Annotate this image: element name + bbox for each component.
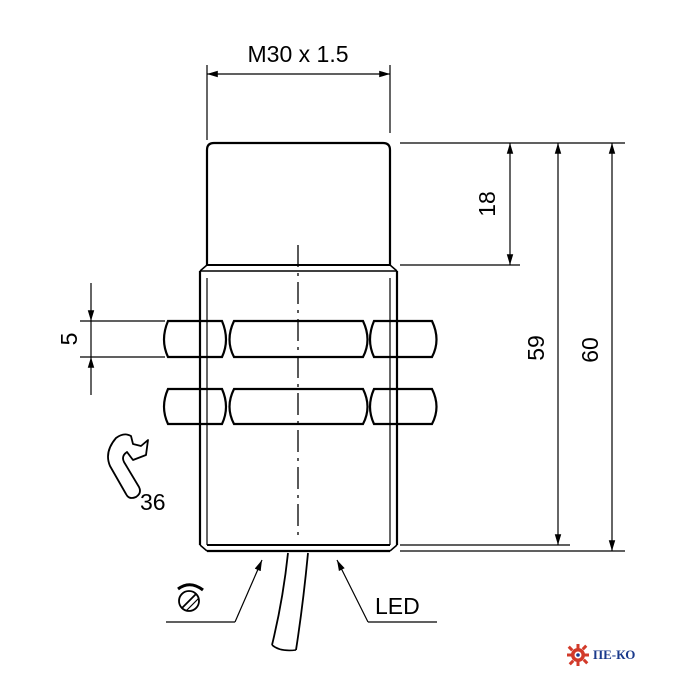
potentiometer-icon [177,583,204,612]
company-logo: ПЕ-КО [566,643,635,667]
right-dimensions: 18 59 60 [400,142,625,552]
led-label: LED [375,593,420,619]
upper-nut [162,319,438,359]
gear-icon [567,644,589,666]
dim-59-label: 59 [523,335,549,361]
lower-nut [162,387,438,426]
wrench-icon [107,433,149,499]
cable [271,552,309,652]
dim-18-label: 18 [474,191,500,217]
dim-60-label: 60 [577,337,603,363]
nut-width-dimension: 5 [56,283,165,395]
dim-5-label: 5 [56,333,82,346]
potentiometer-leader [166,559,263,623]
logo-text: ПЕ-КО [593,647,636,662]
led-leader [336,559,437,623]
thread-dimension: M30 x 1.5 [206,41,391,140]
sensor-head [205,141,392,265]
wrench-size-label: 36 [140,489,166,515]
thread-label: M30 x 1.5 [248,41,349,67]
